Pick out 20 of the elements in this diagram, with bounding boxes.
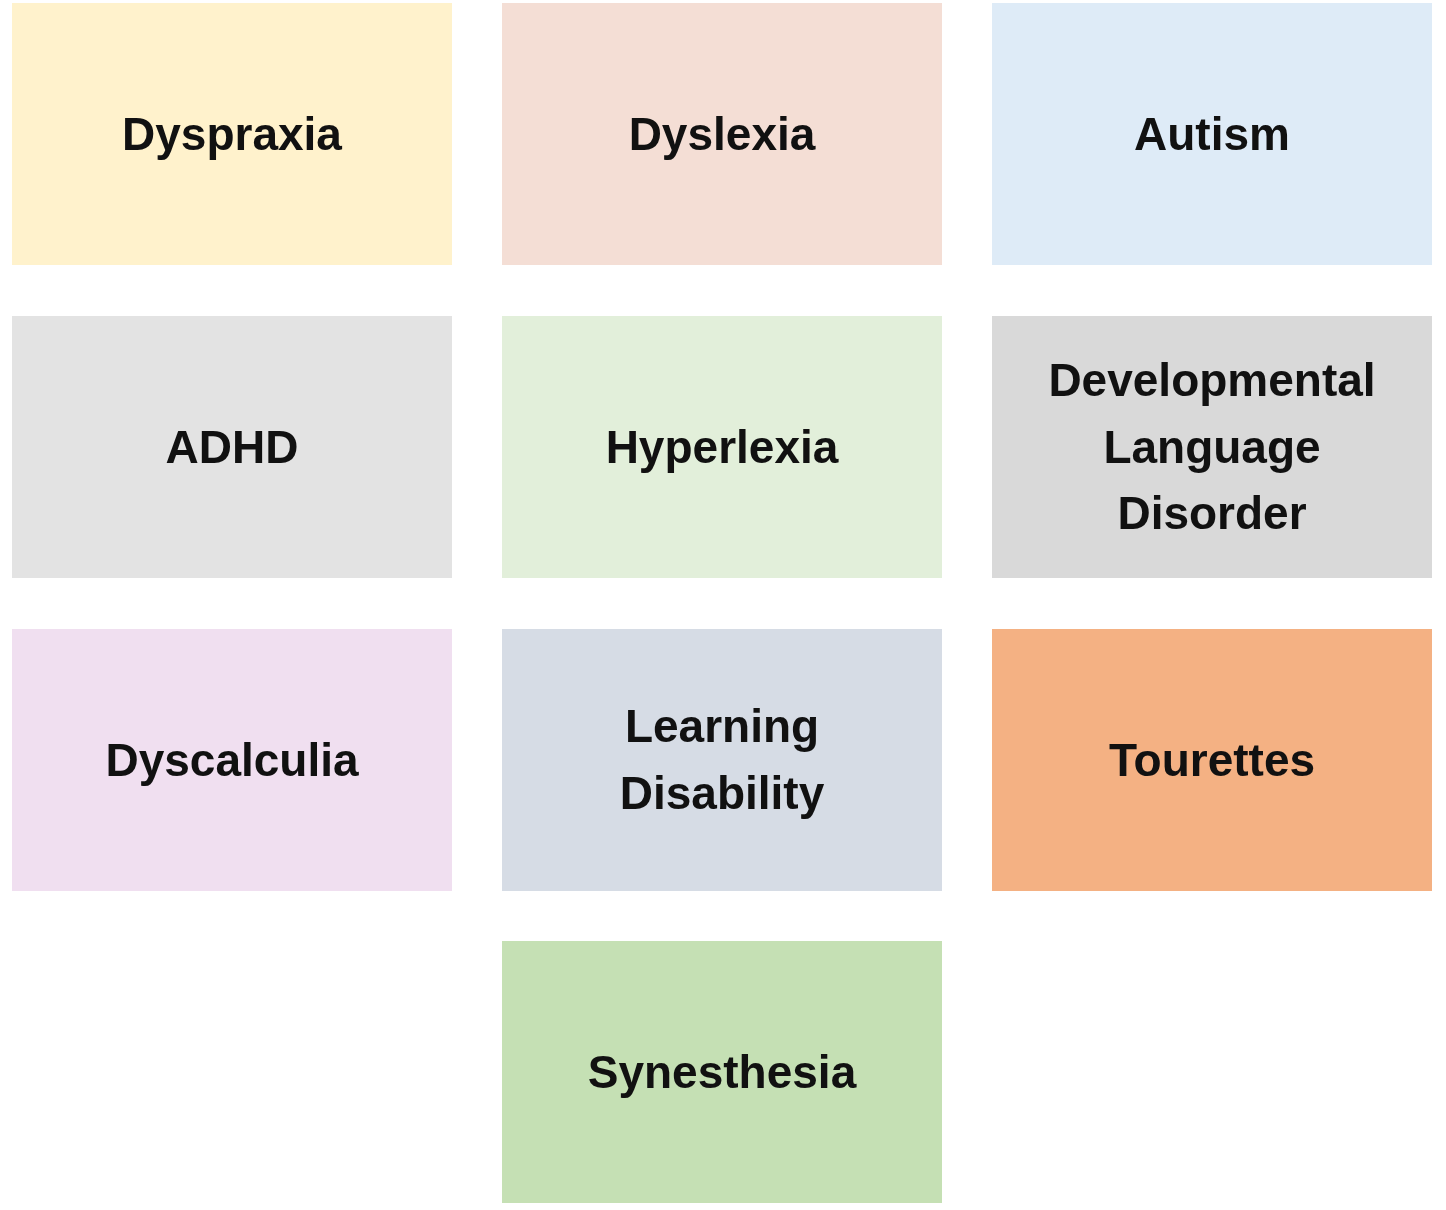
card-title: Dyslexia (628, 106, 816, 162)
card-title: Developmental Language Disorder (1047, 352, 1377, 542)
category-card (502, 629, 942, 891)
category-card (992, 3, 1432, 265)
card-title: Learning Disability (618, 699, 826, 821)
card-title: Dyspraxia (122, 106, 342, 162)
category-card (12, 629, 452, 891)
card-title: Autism (1134, 106, 1290, 162)
category-card (12, 316, 452, 578)
category-card (992, 316, 1432, 578)
category-card (502, 941, 942, 1203)
card-title: ADHD (165, 419, 299, 475)
category-card (12, 3, 452, 265)
category-card (502, 316, 942, 578)
card-title: Hyperlexia (605, 419, 839, 475)
category-card (992, 629, 1432, 891)
card-title: Synesthesia (587, 1044, 857, 1100)
card-title: Tourettes (1108, 732, 1316, 788)
card-title: Dyscalculia (105, 732, 359, 788)
category-card (502, 3, 942, 265)
